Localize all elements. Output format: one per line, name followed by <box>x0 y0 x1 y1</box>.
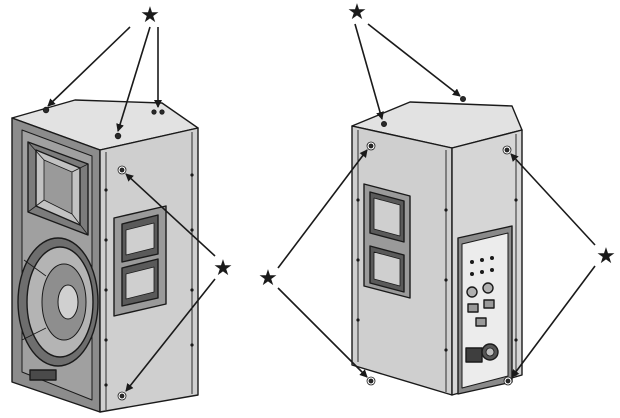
star-icon: ★ <box>213 256 233 281</box>
star-icon: ★ <box>140 3 160 28</box>
speaker-rear-view <box>351 96 523 396</box>
mounting-points <box>42 106 165 401</box>
side-screws <box>356 198 518 352</box>
callout-arrows <box>47 23 596 392</box>
star-markers: ★ ★ ★ ★ ★ <box>140 0 616 291</box>
mounting-points <box>366 96 513 386</box>
star-icon: ★ <box>596 244 616 269</box>
side-handle <box>363 183 411 299</box>
control-knob <box>482 282 494 294</box>
power-socket <box>465 347 483 363</box>
horn-driver <box>27 141 89 236</box>
input-jack <box>483 299 495 309</box>
rear-input-panel <box>457 225 513 395</box>
side-screws <box>104 173 194 387</box>
star-icon: ★ <box>258 266 278 291</box>
control-knob <box>466 286 478 298</box>
input-jack <box>475 317 487 327</box>
star-icon: ★ <box>347 0 367 25</box>
input-jack <box>467 303 479 313</box>
speaker-front-view <box>11 99 199 413</box>
side-handle <box>113 205 167 317</box>
woofer <box>17 237 99 367</box>
cabinet-foot <box>29 369 57 381</box>
